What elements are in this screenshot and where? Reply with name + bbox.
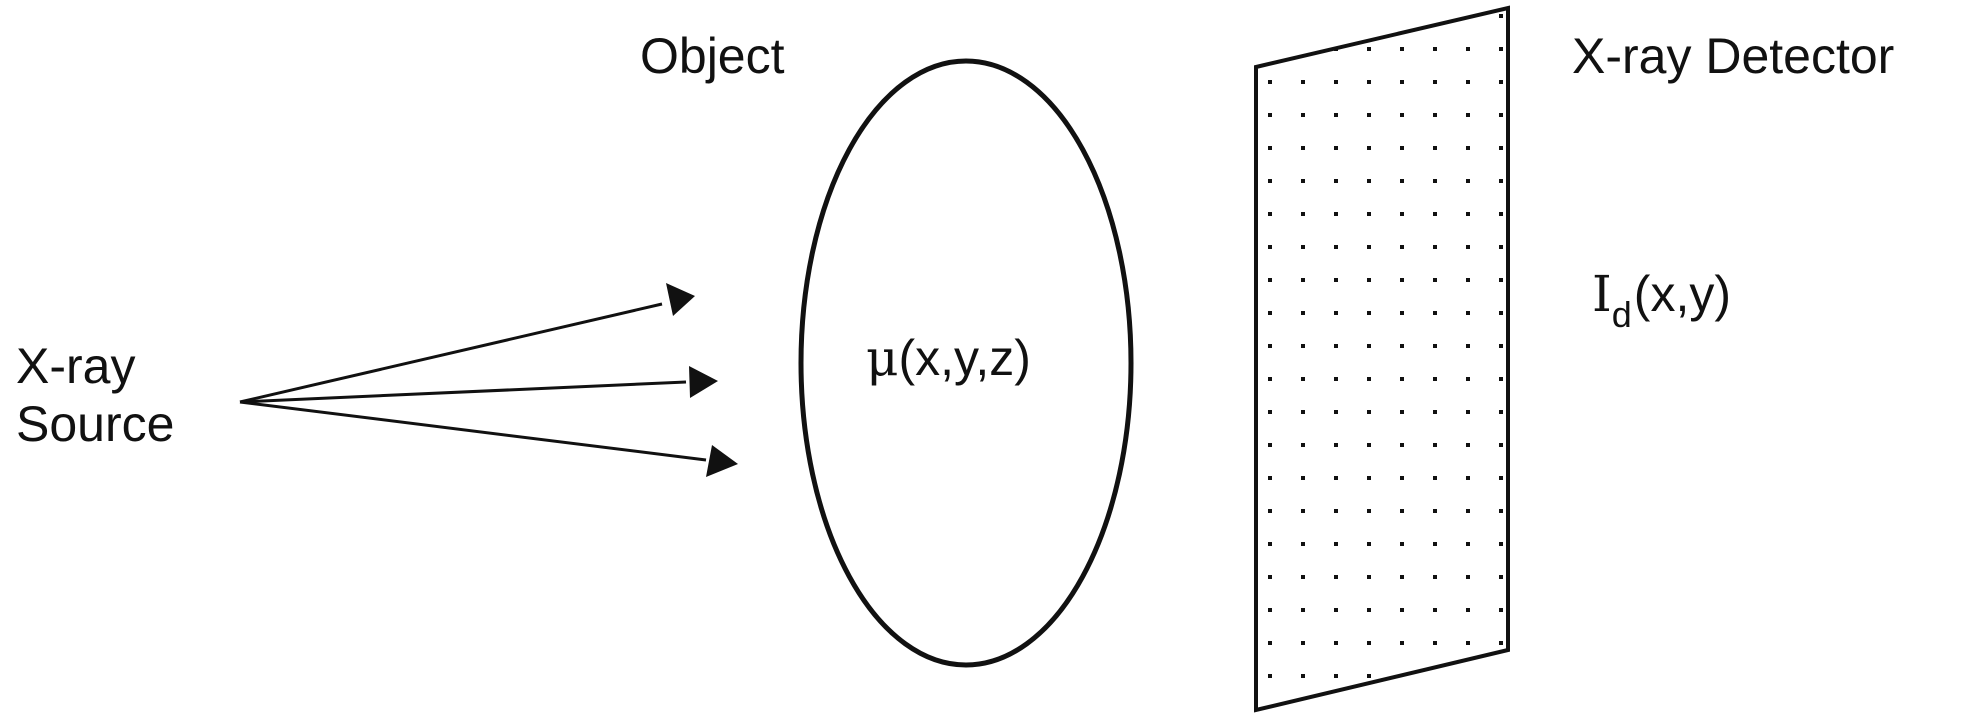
xray-source-label: X-ray Source	[16, 338, 174, 453]
xray-source-label-line1: X-ray	[16, 338, 136, 394]
ray-lower-arrowhead	[706, 445, 738, 477]
ray-middle-arrowhead	[689, 366, 718, 398]
detector-dot-fill	[1256, 8, 1508, 710]
intensity-subscript: d	[1611, 294, 1632, 335]
intensity-args: (x,y)	[1633, 266, 1731, 322]
detector-panel	[1254, 5, 1510, 713]
object-ellipse	[798, 58, 1134, 668]
object-label: Object	[640, 28, 785, 84]
attenuation-symbol: μ	[866, 329, 899, 387]
attenuation-args: (x,y,z)	[898, 330, 1031, 386]
ray-upper	[239, 302, 663, 404]
xray-detector-label: X-ray Detector	[1572, 28, 1895, 84]
xray-detector	[1254, 5, 1510, 713]
attenuation-formula: μ(x,y,z)	[866, 329, 1031, 388]
ray-middle	[239, 380, 687, 404]
xray-beams	[239, 283, 738, 477]
intensity-symbol: I	[1592, 265, 1612, 323]
ray-upper-arrowhead	[666, 283, 695, 316]
detected-intensity-formula: Id(x,y)	[1592, 265, 1731, 335]
xray-source-label-line2: Source	[16, 395, 175, 452]
ray-lower	[239, 400, 707, 462]
